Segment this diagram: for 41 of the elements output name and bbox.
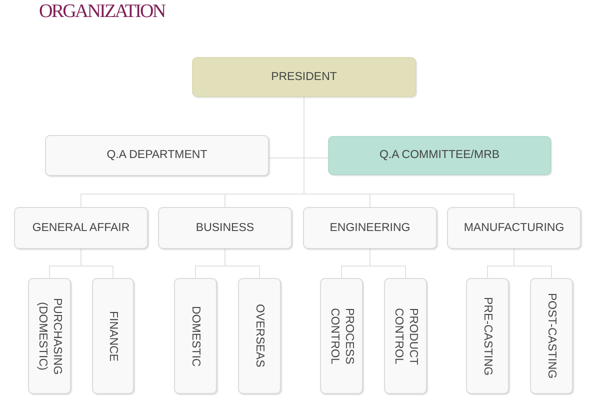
unit-name: DOMESTIC <box>188 306 203 366</box>
org-unit-box <box>384 278 427 394</box>
org-unit-box <box>238 278 281 394</box>
unit-name: BUSINESS <box>196 220 254 236</box>
connector-line <box>341 266 370 278</box>
unit-name: Q.A COMMITTEE/MRB <box>379 148 500 163</box>
unit-name: GENERAL AFFAIR <box>32 220 130 236</box>
unit-name: PRE-CASTING <box>480 296 495 376</box>
connector-line <box>370 194 514 208</box>
org-unit-box <box>14 207 148 249</box>
connector-line <box>487 266 514 278</box>
unit-name: MANUFACTURING <box>464 220 564 236</box>
unit-name: PURCHASING (DOMESTIC) <box>36 296 64 376</box>
org-unit-box <box>28 278 71 394</box>
unit-name: PRODUCT CONTROL <box>392 306 420 367</box>
org-unit-box <box>320 278 363 394</box>
unit-name: POST-CASTING <box>544 293 559 379</box>
unit-name: FINANCE <box>106 310 120 362</box>
connector-line <box>224 266 260 278</box>
org-unit-box <box>192 57 416 97</box>
org-unit-box <box>45 135 269 176</box>
unit-name: PROCESS CONTROL <box>328 306 356 366</box>
org-unit-box <box>174 278 217 394</box>
org-unit-box <box>466 278 509 394</box>
connector-line <box>514 266 552 278</box>
org-unit-box <box>92 278 134 394</box>
page-title: ORGANIZATION <box>39 2 165 22</box>
connector-line <box>80 266 114 278</box>
org-unit-box <box>447 207 581 249</box>
connector-line <box>80 194 226 208</box>
unit-name: PRESIDENT <box>271 70 337 84</box>
unit-name: ENGINEERING <box>330 220 410 236</box>
org-unit-box <box>328 136 551 175</box>
org-unit-box <box>303 207 437 249</box>
org-unit-box <box>530 278 573 394</box>
connector-line <box>370 266 406 278</box>
org-unit-box <box>158 207 292 249</box>
connector-line <box>195 266 226 278</box>
unit-name: OVERSEAS <box>252 304 267 368</box>
unit-name: Q.A DEPARTMENT <box>106 148 208 163</box>
connector-line <box>49 266 82 278</box>
